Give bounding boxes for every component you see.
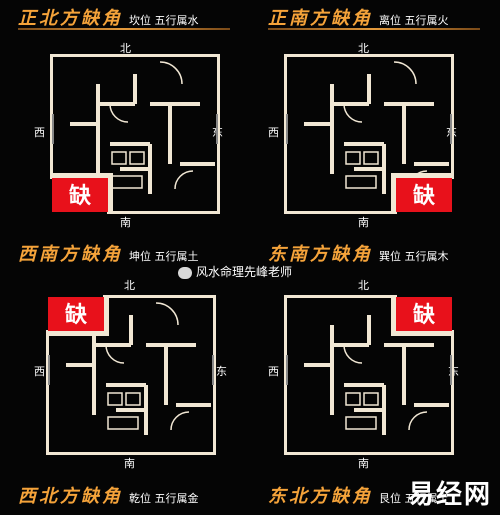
toilet-fixture <box>129 151 145 165</box>
toilet-fixture <box>363 392 379 406</box>
title-sub: 离位 五行属火 <box>379 14 449 27</box>
floor-plan: 缺 <box>284 295 454 455</box>
title-sub: 巽位 五行属木 <box>379 250 449 263</box>
panel-northwest-title: 西北方缺角乾位 五行属金 <box>0 478 250 512</box>
title-main: 正北方缺角 <box>18 8 123 29</box>
title-main: 东北方缺角 <box>268 486 373 507</box>
tub-fixture <box>107 416 139 430</box>
dir-south: 南 <box>358 216 369 229</box>
door-arc <box>155 302 179 326</box>
badge-label: 缺 <box>413 183 436 209</box>
sink-fixture <box>345 151 361 165</box>
title-main: 西北方缺角 <box>18 486 123 507</box>
outer-wall <box>46 295 216 455</box>
dir-south: 南 <box>124 457 135 470</box>
badge-label: 缺 <box>69 183 92 209</box>
title-sub: 艮位 五行属土 <box>379 492 449 505</box>
title-sub: 乾位 五行属金 <box>129 492 199 505</box>
panel-title: 东北方缺角艮位 五行属土 <box>268 482 449 508</box>
door-arc <box>109 103 129 123</box>
panel-southeast-missing: 东南方缺角巽位 五行属木 <box>250 238 500 268</box>
door-arc <box>343 103 363 123</box>
toilet-fixture <box>363 151 379 165</box>
missing-corner-badge <box>48 297 104 331</box>
panel-title: 西北方缺角乾位 五行属金 <box>18 482 199 508</box>
panel-northwest-plan: 北 西 东 南 缺 <box>0 275 250 475</box>
tub-fixture <box>345 175 377 189</box>
door-arc <box>393 61 417 85</box>
panel-title: 西南方缺角坤位 五行属土 <box>18 240 199 266</box>
floor-plan: 缺 <box>284 54 454 214</box>
door-arc <box>343 344 363 364</box>
panel-title: 正南方缺角离位 五行属火 <box>268 4 449 30</box>
panel-northeast-plan: 北 西 东 南 缺 <box>250 275 500 475</box>
panel-title: 正北方缺角坎位 五行属水 <box>18 4 199 30</box>
tub-fixture <box>345 416 377 430</box>
missing-corner-badge <box>396 178 452 212</box>
dir-west: 西 <box>268 365 279 378</box>
door-arc <box>170 411 190 431</box>
door-arc <box>159 61 183 85</box>
dir-west: 西 <box>268 126 279 139</box>
missing-corner-badge <box>52 178 108 212</box>
site-logo: 易经网 <box>407 480 492 510</box>
sink-fixture <box>107 392 123 406</box>
badge-label: 缺 <box>413 302 436 328</box>
sink-fixture <box>345 392 361 406</box>
floor-plan: 缺 <box>46 295 216 455</box>
dir-south: 南 <box>120 216 131 229</box>
dir-west: 西 <box>34 365 45 378</box>
weibo-icon <box>178 266 192 279</box>
door-arc <box>408 411 428 431</box>
watermark-text: 风水命理先峰老师 <box>196 265 293 279</box>
tub-fixture <box>111 175 143 189</box>
dir-north: 北 <box>358 279 369 292</box>
sink-fixture <box>111 151 127 165</box>
dir-north: 北 <box>358 42 369 55</box>
door-arc <box>105 344 125 364</box>
toilet-fixture <box>125 392 141 406</box>
title-main: 正南方缺角 <box>268 8 373 29</box>
dir-east: 东 <box>216 365 227 378</box>
title-underline <box>268 28 480 30</box>
dir-south: 南 <box>358 457 369 470</box>
missing-corner-badge <box>396 297 452 331</box>
title-underline <box>18 28 230 30</box>
title-main: 东南方缺角 <box>268 244 373 265</box>
dir-west: 西 <box>34 126 45 139</box>
panel-northeast-title: 东北方缺角艮位 五行属土 <box>250 478 500 512</box>
watermark: 风水命理先峰老师 <box>178 263 292 280</box>
floor-plan: 缺 <box>50 54 220 214</box>
title-sub: 坎位 五行属水 <box>129 14 199 27</box>
outer-wall <box>284 54 454 214</box>
panel-southwest-missing: 西南方缺角坤位 五行属土 <box>0 238 250 268</box>
door-arc <box>174 170 194 190</box>
title-main: 西南方缺角 <box>18 244 123 265</box>
dir-north: 北 <box>124 279 135 292</box>
panel-title: 东南方缺角巽位 五行属木 <box>268 240 449 266</box>
badge-label: 缺 <box>65 302 88 328</box>
title-sub: 坤位 五行属土 <box>129 250 199 263</box>
dir-north: 北 <box>120 42 131 55</box>
